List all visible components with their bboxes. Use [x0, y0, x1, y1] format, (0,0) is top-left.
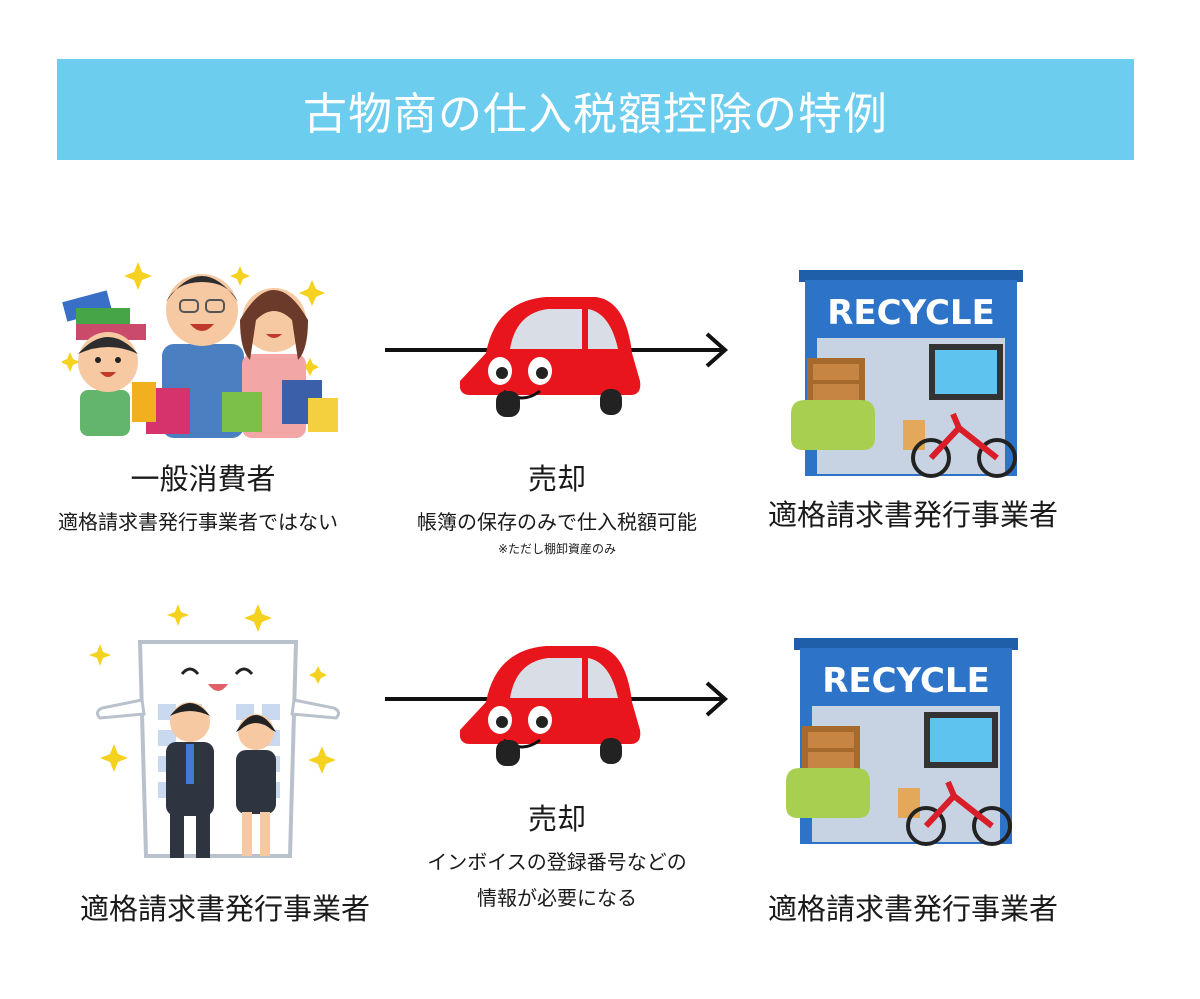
action-sublabel: 帳簿の保存のみで仕入税額可能 [417, 510, 697, 534]
business-illustration [89, 604, 341, 858]
title-banner: 古物商の仕入税額控除の特例 [57, 59, 1134, 160]
buyer-label: 適格請求書発行事業者 [767, 892, 1059, 926]
seller-label-business: 適格請求書発行事業者 [79, 892, 371, 926]
car-illustration [460, 297, 641, 417]
action-sublabel-line1: インボイスの登録番号などの [427, 850, 687, 874]
recycle-shop-illustration: RECYCLE [791, 270, 1023, 478]
car-illustration [460, 646, 641, 766]
seller-sublabel: 適格請求書発行事業者ではない [58, 510, 338, 534]
action-label-sale: 売却 [527, 802, 587, 836]
action-note: ※ただし棚卸資産のみ [497, 542, 617, 556]
action-sublabel-line2: 情報が必要になる [477, 886, 637, 910]
seller-label-consumer: 一般消費者 [130, 462, 276, 496]
shop-sign: RECYCLE [827, 293, 995, 333]
consumers-illustration [62, 262, 338, 438]
action-label-sale: 売却 [527, 462, 587, 496]
page-title: 古物商の仕入税額控除の特例 [303, 88, 888, 140]
shop-sign: RECYCLE [822, 661, 990, 701]
recycle-shop-illustration: RECYCLE [786, 638, 1018, 846]
buyer-label: 適格請求書発行事業者 [767, 498, 1059, 532]
sparkle-icon [62, 262, 325, 376]
sparkle-icon [89, 604, 336, 774]
